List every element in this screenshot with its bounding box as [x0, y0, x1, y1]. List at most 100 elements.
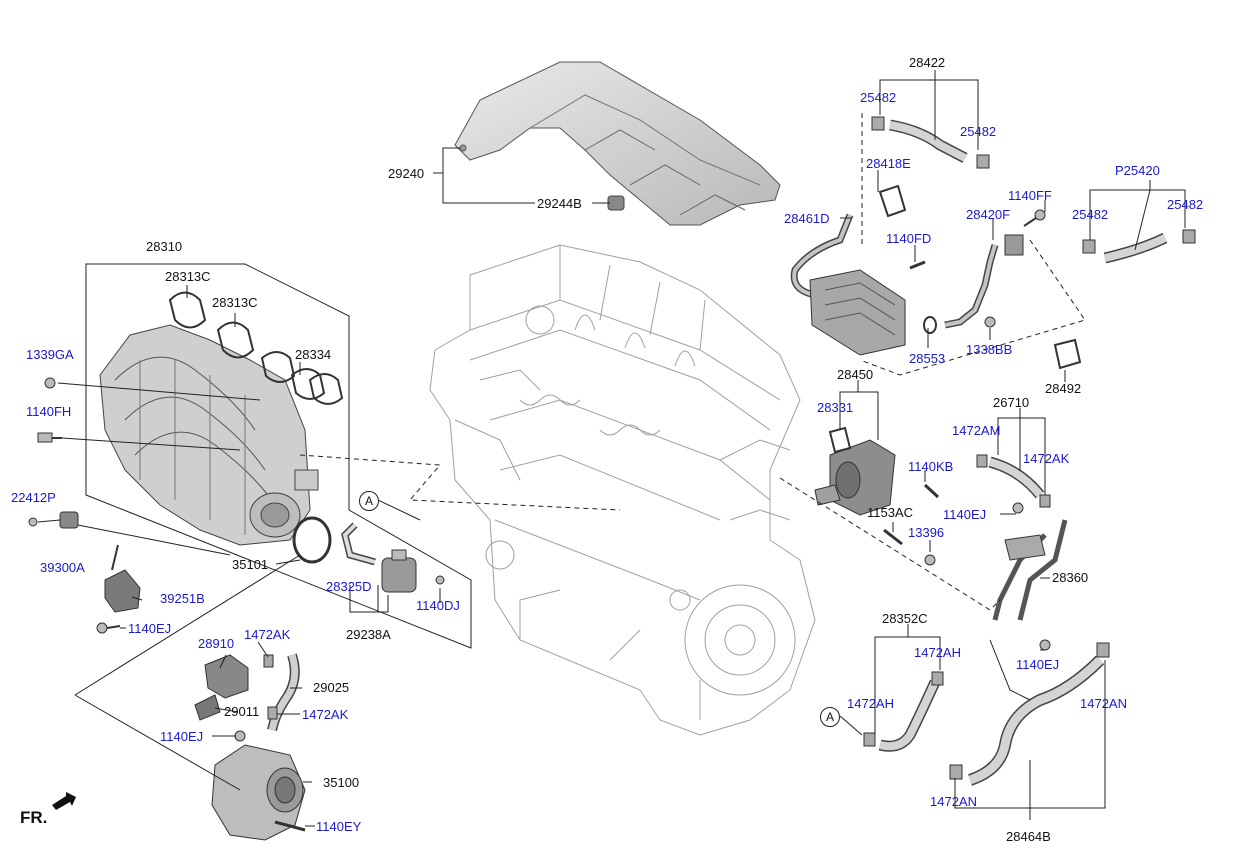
hose-P25420: [1103, 233, 1168, 264]
label-1472AN-b[interactable]: 1472AN: [930, 794, 977, 809]
label-28553[interactable]: 28553: [909, 351, 946, 366]
label-28331[interactable]: 28331: [817, 400, 854, 415]
label-28313C-b[interactable]: 28313C: [212, 295, 258, 310]
sensor-39251B: [104, 544, 141, 613]
engine-block: [429, 244, 816, 736]
label-28352C[interactable]: 28352C: [882, 611, 928, 626]
label-1140EJ-a[interactable]: 1140EJ: [128, 621, 172, 636]
label-29238A[interactable]: 29238A: [346, 627, 391, 642]
callout-a-upper: A: [359, 491, 379, 511]
label-1472AN-a[interactable]: 1472AN: [1080, 696, 1127, 711]
label-29244B[interactable]: 29244B: [537, 196, 582, 211]
label-29240[interactable]: 29240: [388, 166, 425, 181]
label-28420F[interactable]: 28420F: [966, 207, 1011, 222]
label-28313C-a[interactable]: 28313C: [165, 269, 211, 284]
label-1140EJ-c[interactable]: 1140EJ: [943, 507, 987, 522]
label-26710[interactable]: 26710: [993, 395, 1030, 410]
hose-28325D: [341, 522, 376, 566]
label-1140FH[interactable]: 1140FH: [26, 404, 72, 419]
label-1472AK-b[interactable]: 1472AK: [302, 707, 349, 722]
bolt-1140EJ-left: [96, 622, 121, 634]
label-P25420[interactable]: P25420: [1115, 163, 1160, 178]
label-22412P[interactable]: 22412P: [11, 490, 56, 505]
clamp-1472AH-a: [863, 732, 876, 747]
gasket-28492: [1053, 338, 1082, 370]
clamp-1472AK-b: [267, 706, 278, 720]
bolt-1140EJ-mid: [1012, 502, 1024, 514]
hose-26710: [988, 456, 1045, 499]
clamp-1472AN-a: [1096, 642, 1110, 658]
label-1472AH-a[interactable]: 1472AH: [914, 645, 961, 660]
valve-28910: [204, 654, 249, 699]
label-13396[interactable]: 13396: [908, 525, 945, 540]
label-28418E[interactable]: 28418E: [866, 156, 911, 171]
label-25482-b[interactable]: 25482: [960, 124, 997, 139]
label-28310[interactable]: 28310: [146, 239, 183, 254]
label-1338BB[interactable]: 1338BB: [966, 342, 1013, 357]
label-28422[interactable]: 28422: [909, 55, 946, 70]
gasket-28418E: [878, 184, 907, 218]
label-39300A[interactable]: 39300A: [40, 560, 85, 575]
bolt-1140FD: [909, 260, 926, 270]
bolt-1140EJ-right: [1039, 639, 1051, 651]
clamp-1472AK-a: [263, 654, 274, 668]
nut-13396: [924, 554, 936, 566]
label-1339GA[interactable]: 1339GA: [26, 347, 74, 362]
label-29011[interactable]: 29011: [224, 704, 260, 719]
clamp-25482-a: [871, 116, 885, 131]
pipe-28461D: [790, 213, 854, 299]
label-1140EJ-d[interactable]: 1140EJ: [1016, 657, 1060, 672]
label-1140DJ[interactable]: 1140DJ: [416, 598, 460, 613]
leader-lines: [37, 70, 1186, 827]
bolt-1140DJ: [435, 575, 445, 585]
callout-a-lower: A: [820, 707, 840, 727]
clamp-25482-d: [1182, 229, 1196, 244]
front-marker: FR.: [20, 808, 48, 827]
hose-29025: [267, 653, 300, 732]
label-1472AM[interactable]: 1472AM: [952, 423, 1001, 438]
label-29025[interactable]: 29025: [313, 680, 350, 695]
label-1140EJ-b[interactable]: 1140EJ: [160, 729, 204, 744]
label-28464B[interactable]: 28464B: [1006, 829, 1051, 844]
label-35101[interactable]: 35101: [232, 557, 269, 572]
throttle-gasket: [292, 516, 332, 564]
hose-28352C: [878, 679, 941, 752]
label-39251B[interactable]: 39251B: [160, 591, 205, 606]
gasket-28331: [828, 426, 852, 454]
label-28450[interactable]: 28450: [837, 367, 874, 382]
label-25482-c[interactable]: 25482: [1072, 207, 1109, 222]
label-1140FD[interactable]: 1140FD: [886, 231, 932, 246]
stud-1153AC: [883, 528, 903, 546]
label-1153AC[interactable]: 1153AC: [867, 505, 914, 520]
label-25482-d[interactable]: 25482: [1167, 197, 1204, 212]
label-28492[interactable]: 28492: [1045, 381, 1082, 396]
label-1472AK-a[interactable]: 1472AK: [244, 627, 291, 642]
clamp-1472AN-b: [949, 764, 963, 780]
label-28461D[interactable]: 28461D: [784, 211, 830, 226]
bolt-1140FF: [1023, 209, 1046, 227]
throttle-body: [211, 744, 306, 841]
manifold-gasket-1: [168, 291, 207, 329]
bracket-29011: [194, 694, 221, 721]
label-25482-a[interactable]: 25482: [860, 90, 897, 105]
label-1140FF[interactable]: 1140FF: [1008, 188, 1052, 203]
label-1140EY[interactable]: 1140EY: [316, 819, 362, 834]
label-1472AK-c[interactable]: 1472AK: [1023, 451, 1070, 466]
label-28910[interactable]: 28910: [198, 636, 235, 651]
label-28334[interactable]: 28334: [295, 347, 332, 362]
label-28325D[interactable]: 28325D: [326, 579, 372, 594]
bolt-1140EJ-lower: [234, 730, 246, 742]
bolt-1140EY: [274, 820, 306, 832]
label-1140KB[interactable]: 1140KB: [908, 459, 954, 474]
label-35100[interactable]: 35100: [323, 775, 360, 790]
clamp-25482-b: [976, 154, 990, 169]
label-1472AH-b[interactable]: 1472AH: [847, 696, 894, 711]
sensor-39300A: [59, 511, 79, 529]
bolt-1140KB: [923, 483, 940, 499]
clamp-25482-c: [1082, 239, 1096, 254]
cover-grommet: [607, 195, 625, 211]
label-28360[interactable]: 28360: [1052, 570, 1089, 585]
clamp-1472AM: [976, 454, 988, 468]
egr-cooler: [809, 269, 906, 356]
clamp-1472AK-c: [1039, 494, 1051, 508]
